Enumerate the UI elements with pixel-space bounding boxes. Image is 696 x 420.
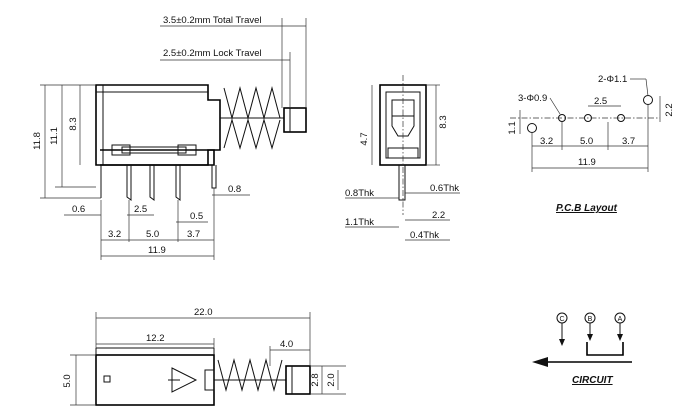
terminal-a-arrow xyxy=(617,334,623,341)
top-spring xyxy=(217,358,283,392)
top-dim-4-0: 4.0 xyxy=(280,339,293,350)
total-travel-label: 3.5±0.2mm Total Travel xyxy=(163,15,262,26)
side-view: 3.5±0.2mm Total Travel 2.5±0.2mm Lock Tr… xyxy=(32,15,307,260)
pcb-dim-5-0: 5.0 xyxy=(580,136,593,147)
dim-3-7: 3.7 xyxy=(187,229,200,240)
dim-end-2-2: 2.2 xyxy=(432,210,445,221)
side-pin-3 xyxy=(175,165,181,201)
circuit-title: CIRCUIT xyxy=(572,375,613,386)
dim-0-6: 0.6 xyxy=(72,204,85,215)
circuit-bridge xyxy=(586,342,624,356)
dim-11-9: 11.9 xyxy=(148,245,166,256)
side-spring xyxy=(223,86,281,120)
top-mark xyxy=(103,375,111,383)
dim-end-0-4thk: 0.4Thk xyxy=(410,230,439,241)
top-plunger xyxy=(285,365,311,395)
side-contact-block xyxy=(121,146,187,154)
side-base xyxy=(100,149,215,166)
top-dim-22-0: 22.0 xyxy=(194,307,213,318)
top-front-block xyxy=(204,369,215,391)
pcb-dim-2-5: 2.5 xyxy=(594,96,607,107)
pcb-dim-11-9: 11.9 xyxy=(578,157,596,168)
terminal-b-label: B xyxy=(588,316,593,323)
pcb-dim-2-2: 2.2 xyxy=(664,103,675,116)
side-pin-1 xyxy=(126,165,132,201)
dim-11-1: 11.1 xyxy=(49,127,60,145)
top-view: 22.0 12.2 4.0 5.0 2.8 2.0 xyxy=(62,307,346,406)
circuit-diagram: C B A CIRCUIT xyxy=(532,312,632,386)
dim-end-0-8thk: 0.8Thk xyxy=(345,188,374,199)
terminal-c-arrow xyxy=(559,339,565,346)
pcb-layout-title: P.C.B Layout xyxy=(556,203,618,214)
side-spring-lower xyxy=(223,118,281,150)
dim-0-8: 0.8 xyxy=(228,184,241,195)
dim-end-0-6thk: 0.6Thk xyxy=(430,183,459,194)
terminal-b-arrow xyxy=(587,334,593,341)
top-dim-2-0: 2.0 xyxy=(326,373,337,386)
pcb-dim-3-2: 3.2 xyxy=(540,136,553,147)
side-plunger xyxy=(283,107,307,133)
side-pin-2 xyxy=(149,165,155,201)
top-dim-12-2: 12.2 xyxy=(146,333,165,344)
dim-8-3: 8.3 xyxy=(68,117,79,130)
pcb-small-leader xyxy=(549,97,561,115)
pcb-hole-big-right xyxy=(643,95,653,105)
top-dim-2-8: 2.8 xyxy=(310,373,321,386)
pcb-dim-3-7: 3.7 xyxy=(622,136,635,147)
side-pin-support xyxy=(211,165,217,189)
pcb-big-leader xyxy=(645,78,649,97)
end-view: 4.7 8.3 0.8Thk 0.6Thk 1.1Thk 2.2 0.4Thk xyxy=(345,75,460,241)
dim-end-1-1thk: 1.1Thk xyxy=(345,217,374,228)
pcb-hole-big-left xyxy=(527,123,537,133)
dim-3-2: 3.2 xyxy=(108,229,121,240)
terminal-a-label: A xyxy=(618,316,623,323)
pcb-holes-big-label: 2-Φ1.1 xyxy=(598,74,627,85)
dim-end-4-7: 4.7 xyxy=(359,132,370,145)
pcb-layout: 2-Φ1.1 3-Φ0.9 2.5 1.1 2.2 3.2 5.0 3.7 11… xyxy=(507,74,675,214)
lock-travel-label: 2.5±0.2mm Lock Travel xyxy=(163,48,262,59)
pcb-holes-small-label: 3-Φ0.9 xyxy=(518,93,547,104)
dim-end-8-3: 8.3 xyxy=(438,115,449,128)
top-dim-5-0: 5.0 xyxy=(62,374,73,387)
circuit-direction-arrow xyxy=(532,357,548,367)
terminal-c-label: C xyxy=(559,316,564,323)
end-actuator xyxy=(391,99,415,137)
dim-2-5: 2.5 xyxy=(134,204,147,215)
dim-5-0: 5.0 xyxy=(146,229,159,240)
end-pin xyxy=(398,165,406,201)
dim-11-8: 11.8 xyxy=(32,132,43,150)
pcb-dim-1-1: 1.1 xyxy=(507,121,518,134)
dim-0-5: 0.5 xyxy=(190,211,203,222)
